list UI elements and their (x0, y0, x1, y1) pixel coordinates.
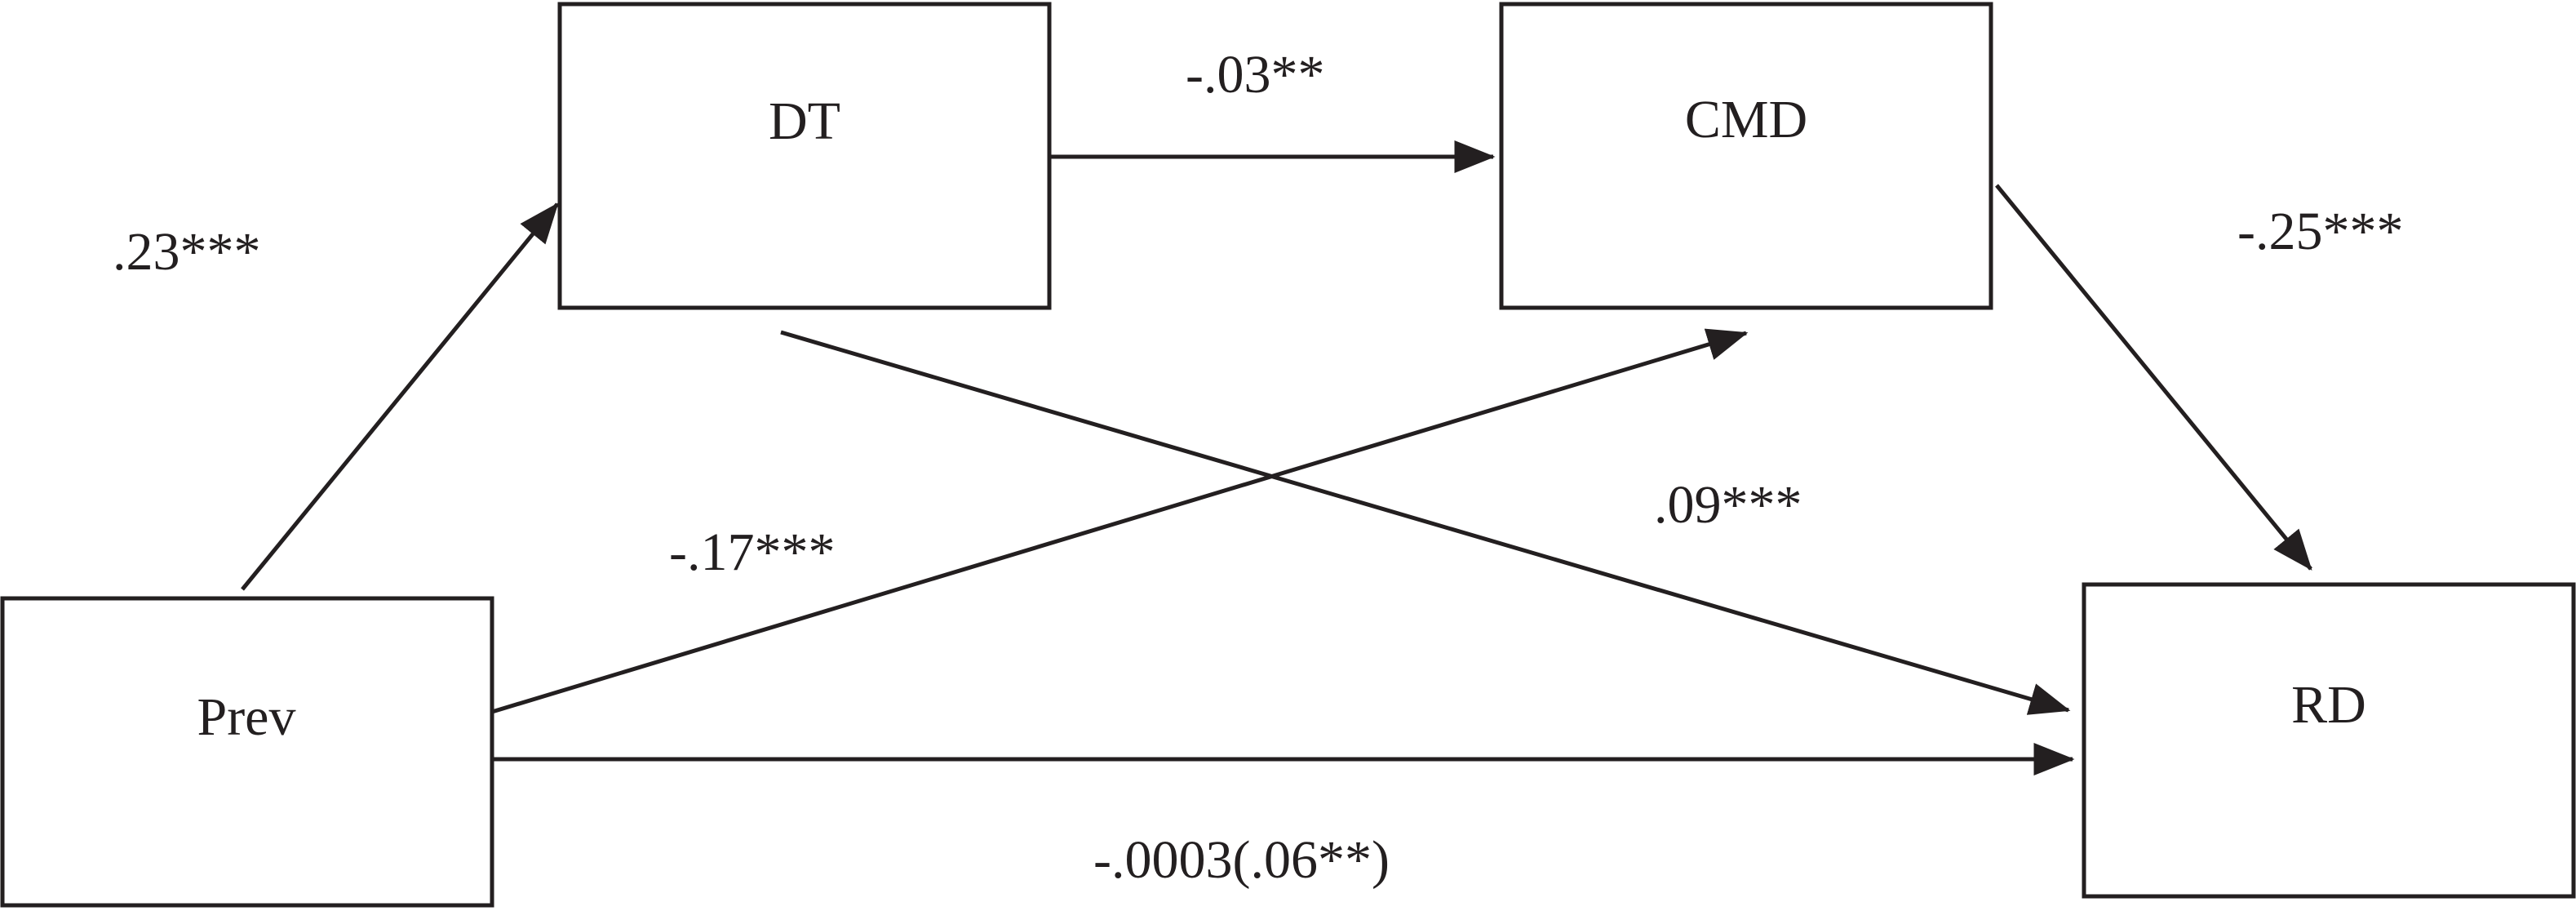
node-rd: RD (2082, 582, 2576, 899)
node-dt-label: DT (769, 91, 840, 151)
edge-prev-dt (241, 202, 559, 591)
node-prev-label: Prev (197, 687, 296, 747)
node-rd-label: RD (2291, 675, 2366, 735)
edge-dt-rd (780, 330, 2071, 715)
node-dt: DT (557, 2, 1052, 310)
coef-dt-cmd: -.03** (1186, 45, 1324, 104)
node-cmd: CMD (1499, 2, 1993, 310)
coef-prev-cmd: -.17*** (669, 522, 835, 582)
coef-cmd-rd: -.25*** (2237, 202, 2403, 261)
coef-dt-rd: .09*** (1654, 475, 1802, 535)
coef-prev-dt: .23*** (113, 222, 261, 282)
node-prev: Prev (0, 596, 494, 908)
edge-cmd-rd (1995, 184, 2312, 571)
coef-prev-rd: -.0003(.06**) (1093, 830, 1390, 890)
node-cmd-label: CMD (1685, 90, 1807, 149)
edge-prev-cmd (491, 328, 1749, 714)
